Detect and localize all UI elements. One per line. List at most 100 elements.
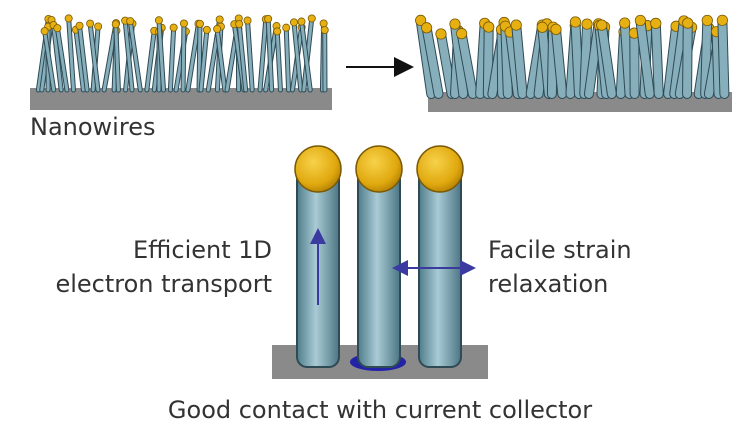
substrate-before (30, 88, 332, 110)
nanowire-body (701, 16, 712, 98)
nanowire-body (186, 22, 200, 92)
nanowire-cap (716, 14, 728, 26)
nanowire-cap (126, 17, 135, 26)
nanowire-body (683, 19, 692, 98)
nanowire-cap (415, 14, 427, 27)
nanowire-cap (596, 19, 608, 31)
nanowire-body (52, 23, 63, 92)
nanowire-body (620, 19, 634, 98)
nanowire-body (275, 29, 282, 92)
wire-middle (357, 166, 401, 368)
nanowire-cap (619, 17, 631, 29)
nanowire-cap (297, 17, 306, 26)
cap-middle (355, 145, 403, 193)
nanowire-cap (273, 27, 282, 36)
nanowire-body (114, 22, 120, 92)
nanowire-body (128, 19, 142, 92)
nanowire-cap (449, 18, 461, 30)
nanowire-body (145, 29, 156, 92)
nanowire-cap (215, 15, 224, 24)
nanowire-body (43, 29, 56, 92)
nanowire-body (199, 28, 209, 92)
nanowire-body (597, 21, 616, 98)
nanowire-cap (154, 16, 163, 25)
nanowire-body (450, 20, 468, 98)
nanowires-before (30, 14, 332, 110)
transport-label-line1: Efficient 1D (133, 236, 272, 264)
nanowire-body (123, 19, 134, 92)
transport-label-line2: electron transport (55, 270, 272, 298)
nanowire-cap (202, 25, 211, 34)
nanowire-body (215, 27, 227, 92)
nanowire-body (88, 22, 100, 92)
nanowire-cap (195, 19, 204, 28)
nanowire-cap (420, 22, 433, 34)
nanowire-cap (581, 18, 593, 30)
nanowire-cap (40, 27, 49, 36)
nanowire-body (571, 17, 583, 98)
cap-left (294, 145, 342, 193)
three-wire-illustration (272, 145, 488, 379)
nanowire-body (457, 29, 477, 98)
nanowire-cap (243, 16, 252, 25)
nanowire-body (551, 25, 567, 98)
nanowire-body (78, 24, 89, 92)
nanowire-cap (650, 17, 662, 29)
nanowire-body (422, 23, 443, 98)
nanowire-body (258, 17, 268, 92)
nanowire-cap (682, 17, 694, 29)
wire-group-after (415, 14, 730, 99)
nanowire-cap (307, 14, 316, 23)
nanowires-after (415, 14, 732, 112)
nanowire-cap (320, 25, 329, 34)
nanowire-body (580, 20, 592, 98)
nanowire-cap (111, 20, 120, 29)
nanowire-cap (94, 22, 103, 31)
nanowire-body (651, 19, 663, 98)
nanowire-cap (169, 23, 178, 32)
nanowire-cap (569, 16, 582, 28)
nanowire-cap (53, 24, 62, 33)
nanowire-body (67, 16, 75, 92)
strain-label-line1: Facile strain (488, 236, 632, 264)
nanowires-label: Nanowires (30, 113, 155, 141)
contact-label: Good contact with current collector (168, 396, 592, 424)
nanowire-body (237, 22, 248, 92)
nanowire-body (266, 17, 274, 92)
nanowire-cap (64, 14, 73, 23)
nanowire-cap (456, 28, 468, 40)
nanowire-body (74, 28, 85, 92)
nanowire-cap (319, 19, 328, 28)
nanowire-cap (435, 28, 447, 40)
nanowire-body (157, 18, 166, 92)
nanowire-body (55, 26, 69, 92)
nanowire-cap (86, 19, 95, 28)
nanowire-body (636, 16, 654, 98)
nanowire-cap (550, 23, 562, 35)
nanowire-cap (179, 19, 188, 28)
nanowire-body (670, 16, 688, 98)
cap-right (416, 145, 464, 193)
nanowire-body (299, 20, 312, 92)
nanowire-cap (213, 24, 222, 33)
nanowire-body (292, 20, 303, 92)
nanowire-body (436, 29, 456, 98)
strain-label-line2: relaxation (488, 270, 608, 298)
nanowire-cap (701, 14, 713, 27)
nanowire-body (483, 23, 493, 98)
nanowire-cap (235, 20, 244, 29)
nanowire-cap (510, 19, 522, 31)
nanowire-body (512, 21, 527, 98)
nanowire-body (664, 22, 681, 98)
nanowire-cap (483, 21, 495, 33)
nanowire-cap (264, 14, 273, 23)
nanowire-body (181, 21, 186, 92)
nanowire-body (284, 26, 291, 92)
nanowire-body (246, 19, 254, 92)
nanowire-body (197, 22, 202, 92)
wire-group-before (35, 14, 329, 93)
nanowire-cap (289, 18, 298, 27)
nanowire-body (168, 26, 176, 92)
nanowire-cap (282, 23, 291, 32)
